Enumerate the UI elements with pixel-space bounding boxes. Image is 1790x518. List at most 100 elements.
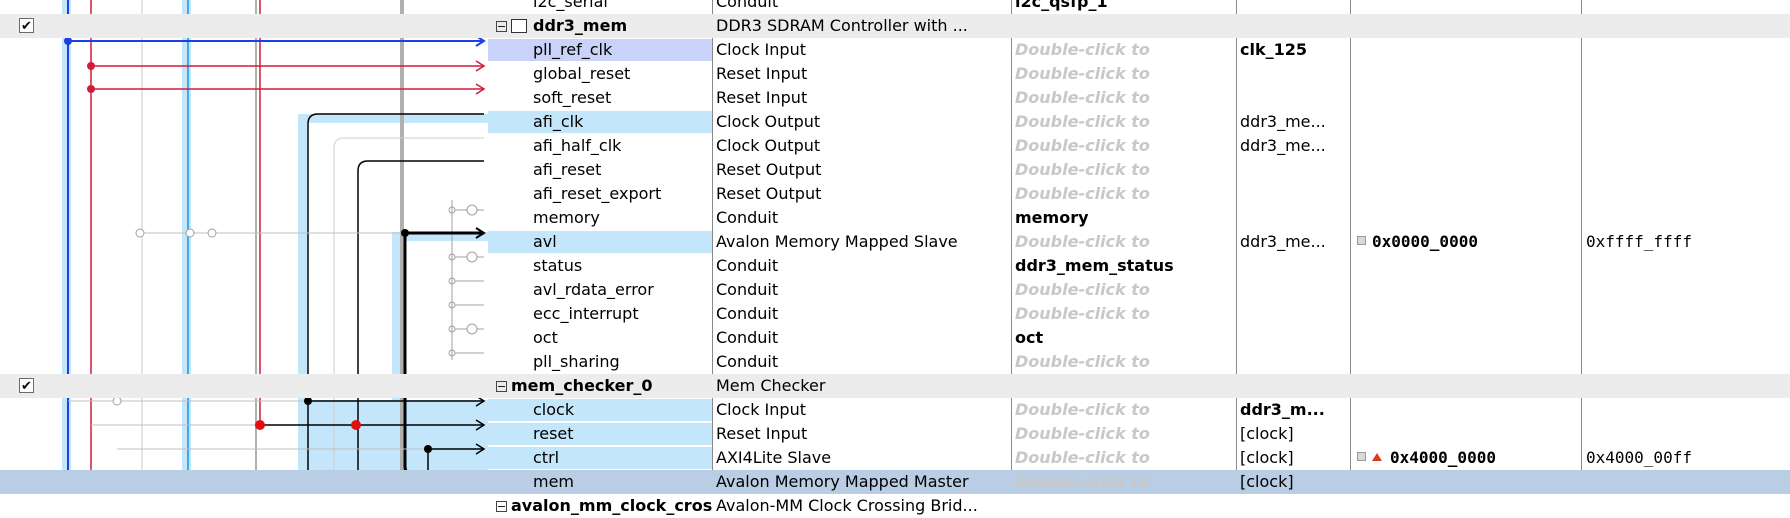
export-cell[interactable]: i2c_qsfp_1	[1015, 0, 1108, 11]
name-cell[interactable]: afi_reset_export	[488, 182, 712, 206]
export-cell[interactable]: Double-click to	[1015, 184, 1150, 203]
name-cell[interactable]: pll_sharing	[488, 350, 712, 374]
export-cell[interactable]: Double-click to	[1015, 352, 1150, 371]
base-address-cell[interactable]	[1355, 158, 1575, 182]
export-cell[interactable]	[1015, 14, 1235, 38]
base-address-cell[interactable]	[1355, 494, 1575, 518]
export-cell[interactable]: Double-click to	[1015, 136, 1150, 155]
clock-cell[interactable]: [clock]	[1240, 424, 1294, 443]
name-cell[interactable]: afi_half_clk	[488, 134, 712, 158]
base-address-cell[interactable]	[1355, 422, 1575, 446]
name-cell[interactable]: −mem_checker_0	[488, 374, 712, 398]
base-address-cell[interactable]	[1355, 14, 1575, 38]
name-cell[interactable]: soft_reset	[488, 86, 712, 110]
clock-cell[interactable]	[1240, 0, 1346, 14]
lock-icon[interactable]	[1357, 452, 1366, 461]
collapse-icon[interactable]: −	[496, 500, 507, 513]
base-address-cell[interactable]	[1355, 254, 1575, 278]
export-cell[interactable]: Double-click to	[1015, 304, 1150, 323]
clock-cell[interactable]: ddr3_me...	[1240, 136, 1326, 155]
name-cell[interactable]: avl	[488, 230, 712, 254]
name-cell[interactable]: reset	[488, 422, 712, 446]
export-cell[interactable]: Double-click to	[1015, 472, 1150, 491]
collapse-icon[interactable]: −	[496, 380, 507, 393]
column-divider[interactable]	[1350, 0, 1351, 494]
base-address-cell[interactable]	[1355, 0, 1575, 14]
base-address-cell[interactable]	[1355, 374, 1575, 398]
base-address-cell[interactable]	[1355, 182, 1575, 206]
export-cell[interactable]: Double-click to	[1015, 112, 1150, 131]
name-cell[interactable]: memory	[488, 206, 712, 230]
name-cell[interactable]: pll_ref_clk	[488, 38, 712, 62]
clock-cell[interactable]	[1240, 278, 1346, 302]
export-cell[interactable]: Double-click to	[1015, 424, 1150, 443]
base-address-cell[interactable]: 0x0000_0000	[1355, 230, 1575, 254]
export-cell[interactable]: Double-click to	[1015, 40, 1150, 59]
clock-cell[interactable]	[1240, 326, 1346, 350]
base-address-cell[interactable]	[1355, 278, 1575, 302]
clock-cell[interactable]	[1240, 182, 1346, 206]
clock-cell[interactable]	[1240, 374, 1346, 398]
export-cell[interactable]: Double-click to	[1015, 160, 1150, 179]
collapse-icon[interactable]: −	[496, 20, 507, 33]
clock-cell[interactable]	[1240, 350, 1346, 374]
name-cell[interactable]: mem	[488, 470, 712, 494]
base-address-cell[interactable]	[1355, 206, 1575, 230]
base-address-cell[interactable]: 0x4000_0000	[1355, 446, 1575, 470]
use-checkbox[interactable]: ✔	[19, 378, 34, 394]
name-cell[interactable]: afi_reset	[488, 158, 712, 182]
export-cell[interactable]: Double-click to	[1015, 232, 1150, 251]
column-divider[interactable]	[1236, 0, 1237, 494]
export-cell[interactable]: Double-click to	[1015, 64, 1150, 83]
clock-cell[interactable]: ddr3_me...	[1240, 232, 1326, 251]
export-cell[interactable]: memory	[1015, 208, 1089, 227]
clock-cell[interactable]	[1240, 62, 1346, 86]
export-cell[interactable]: Double-click to	[1015, 88, 1150, 107]
clock-cell[interactable]	[1240, 158, 1346, 182]
base-address-cell[interactable]	[1355, 134, 1575, 158]
clock-cell[interactable]: [clock]	[1240, 472, 1294, 491]
name-cell[interactable]: i2c_serial	[488, 0, 712, 14]
column-divider[interactable]	[1011, 0, 1012, 494]
name-cell[interactable]: afi_clk	[488, 110, 712, 134]
clock-cell[interactable]: ddr3_m...	[1240, 400, 1325, 419]
base-address-cell[interactable]	[1355, 326, 1575, 350]
clock-cell[interactable]	[1240, 86, 1346, 110]
export-cell[interactable]	[1015, 494, 1235, 518]
clock-cell[interactable]	[1240, 254, 1346, 278]
clock-cell[interactable]	[1240, 14, 1346, 38]
lock-icon[interactable]	[1357, 236, 1366, 245]
name-cell[interactable]: global_reset	[488, 62, 712, 86]
column-divider[interactable]	[712, 0, 713, 494]
clock-cell[interactable]	[1240, 206, 1346, 230]
column-divider[interactable]	[1581, 0, 1582, 494]
name-cell[interactable]: clock	[488, 398, 712, 422]
name-cell[interactable]: oct	[488, 326, 712, 350]
clock-cell[interactable]: [clock]	[1240, 448, 1294, 467]
table-row[interactable]: −avalon_mm_clock_crossing_bridgeAvalon-M…	[0, 494, 1790, 518]
name-cell[interactable]: avl_rdata_error	[488, 278, 712, 302]
name-cell[interactable]: status	[488, 254, 712, 278]
clock-cell[interactable]	[1240, 494, 1346, 518]
export-cell[interactable]: Double-click to	[1015, 400, 1150, 419]
export-cell[interactable]: Double-click to	[1015, 448, 1150, 467]
export-cell[interactable]: ddr3_mem_status	[1015, 256, 1174, 275]
base-address-cell[interactable]	[1355, 398, 1575, 422]
